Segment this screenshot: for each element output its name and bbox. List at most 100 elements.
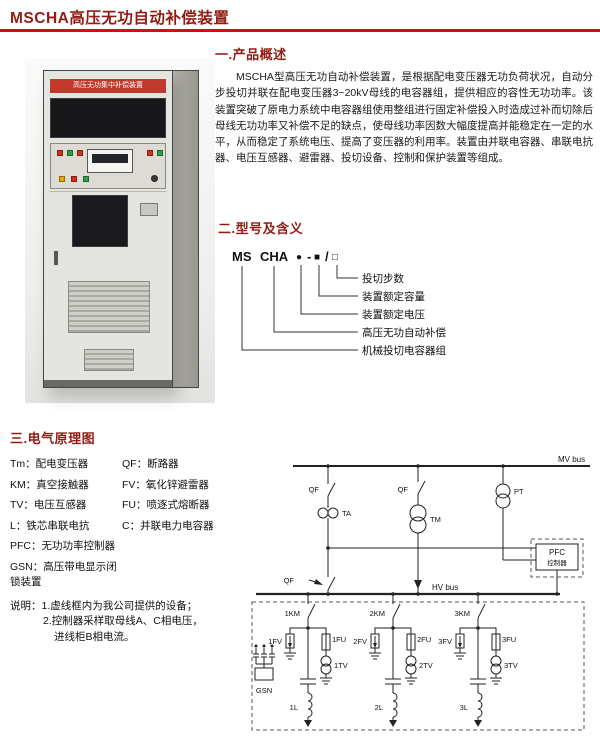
ta-label: TA (342, 509, 351, 518)
note-line: 说明：1.虚线框内为我公司提供的设备； (10, 599, 198, 612)
model-section: 二.型号及含义 MS CHA ● - ■ / □ 投切步数 装置额定容量 装置额… (218, 218, 593, 367)
schematic-legend: Tm：配电变压器 QF：断路器 KM：真空接触器 FV：氧化锌避雷器 TV：电压… (10, 456, 242, 646)
model-label-function: 高压无功自动补偿 (362, 326, 446, 339)
indicator-light (147, 150, 153, 156)
overview-section: 一.产品概述 MSCHA型高压无功自动补偿装置，是根据配电变压器无功负荷状况，自… (215, 44, 593, 167)
indicator-light (157, 150, 163, 156)
indicator-light (57, 150, 63, 156)
legend-term: QF：断路器 (122, 458, 179, 470)
pfc-label: PFC (549, 548, 565, 557)
cabinet-control-panel (50, 143, 166, 189)
tm-label: TM (430, 515, 441, 524)
model-code-diagram: MS CHA ● - ■ / □ 投切步数 装置额定容量 装置额定电压 高压无功… (232, 249, 446, 357)
model-label-capacity: 装置额定容量 (362, 290, 425, 303)
model-label-type: 机械投切电容器组 (362, 344, 446, 357)
hv-bus-label: HV bus (432, 583, 458, 592)
arrester-label: 1FV (268, 637, 282, 646)
fuse-label: 1FU (332, 635, 346, 644)
legend-term: TV：电压互感器 (10, 499, 87, 511)
circuit-diagram: 1KM 1FV 1FU 1TV 1L (251, 455, 590, 731)
branch-lines (284, 594, 332, 721)
legend-term: FU：喷逐式熔断器 (122, 499, 210, 511)
legend-row: Tm：配电变压器 QF：断路器 (10, 456, 242, 471)
circuit-junctions (254, 464, 559, 648)
legend-term: C：并联电力电容器 (122, 519, 214, 532)
reactor-label: 3L (460, 703, 468, 712)
door-handle (54, 251, 58, 265)
cabinet-gauge (140, 203, 158, 216)
indicator-light (67, 150, 73, 156)
branch-lines (369, 594, 417, 721)
cabinet-nameplate: 高压无功集中补偿装置 (50, 79, 166, 93)
model-code-square: ■ (314, 252, 320, 263)
door-seam (50, 191, 166, 192)
cabinet-side-panel (173, 70, 199, 388)
branch-lines (454, 594, 502, 721)
product-photo: 高压无功集中补偿装置 (25, 58, 215, 403)
branch-arrows (458, 626, 482, 727)
qf-tm-label: QF (398, 485, 409, 494)
overview-body: MSCHA型高压无功自动补偿装置，是根据配电变压器无功负荷状况，自动分步投切并联… (215, 71, 593, 165)
pfc-sub-label: 控制器 (547, 558, 567, 567)
indicator-light (71, 176, 77, 182)
legend-row: GSN：高压带电显示闭锁装置 (10, 559, 242, 589)
capacitor-branch: 2KM 2FV 2FU 2TV 2L (353, 594, 433, 727)
capacitor-branch: 3KM 3FV 3FU 3TV 3L (438, 594, 518, 727)
model-code-prefix: MS (232, 249, 252, 264)
qf-feeder-label: QF (309, 485, 320, 494)
legend-term: Tm：配电变压器 (10, 458, 89, 470)
legend-term: GSN：高压带电显示闭锁装置 (10, 560, 117, 588)
vt-label: 2TV (419, 661, 433, 670)
legend-row: KM：真空接触器 FV：氧化锌避雷器 (10, 477, 242, 492)
qf-incoming-label: QF (284, 576, 295, 585)
meter-screen (92, 154, 128, 163)
indicator-light (59, 176, 65, 182)
cabinet-base (44, 380, 172, 387)
contactor-label: 1KM (285, 609, 300, 618)
fuse-label: 2FU (417, 635, 431, 644)
schematic-notes: 说明：1.虚线框内为我公司提供的设备； 2.控制器采样取母线A、C相电压， 进线… (10, 599, 242, 646)
legend-term: FV：氧化锌避雷器 (122, 478, 209, 491)
vt-label: 3TV (504, 661, 518, 670)
capacitor-branch: 1KM 1FV 1FU 1TV 1L (268, 594, 348, 727)
model-label-steps: 投切步数 (362, 272, 404, 285)
cabinet-front: 高压无功集中补偿装置 (43, 70, 173, 388)
supply-scope-dashed-box (251, 601, 585, 731)
arrester-label: 2FV (353, 637, 367, 646)
indicator-light (77, 150, 83, 156)
model-heading: 二.型号及含义 (218, 221, 304, 236)
legend-term: KM：真空接触器 (10, 478, 89, 491)
vt-label: 1TV (334, 661, 348, 670)
title-rule (0, 29, 600, 32)
reactor-label: 1L (290, 703, 298, 712)
vent-grille (68, 281, 150, 333)
fuse-label: 3FU (502, 635, 516, 644)
overview-heading: 一.产品概述 (215, 47, 287, 62)
model-code-dash: - (307, 249, 311, 264)
vent-grille-small (84, 349, 134, 371)
legend-row: L：铁芯串联电抗 C：并联电力电容器 (10, 518, 242, 533)
model-code-box: □ (332, 252, 338, 263)
legend-row: TV：电压互感器 FU：喷逐式熔断器 (10, 497, 242, 512)
reactor-label: 2L (375, 703, 383, 712)
contactor-label: 3KM (455, 609, 470, 618)
arrester-label: 3FV (438, 637, 452, 646)
cabinet-meter (87, 149, 133, 173)
branch-arrows (373, 626, 397, 727)
model-code-slash: / (325, 249, 329, 264)
pfc-dashed-box (530, 538, 584, 578)
pt-label: PT (514, 487, 524, 496)
model-callout-lines (241, 265, 358, 351)
branch-arrows (288, 626, 312, 727)
note-line: 进线柜B相电流。 (54, 631, 135, 643)
legend-row: PFC：无功功率控制器 (10, 538, 242, 553)
model-code-dot: ● (296, 252, 302, 263)
legend-term: L：铁芯串联电抗 (10, 519, 90, 532)
page-title: MSCHA高压无功自动补偿装置 (10, 10, 230, 27)
cabinet-lower-window (72, 195, 128, 247)
contactor-label: 2KM (370, 609, 385, 618)
model-label-voltage: 装置额定电压 (362, 308, 425, 321)
gsn-label: GSN (256, 686, 272, 695)
note-line: 2.控制器采样取母线A、C相电压， (43, 615, 203, 628)
